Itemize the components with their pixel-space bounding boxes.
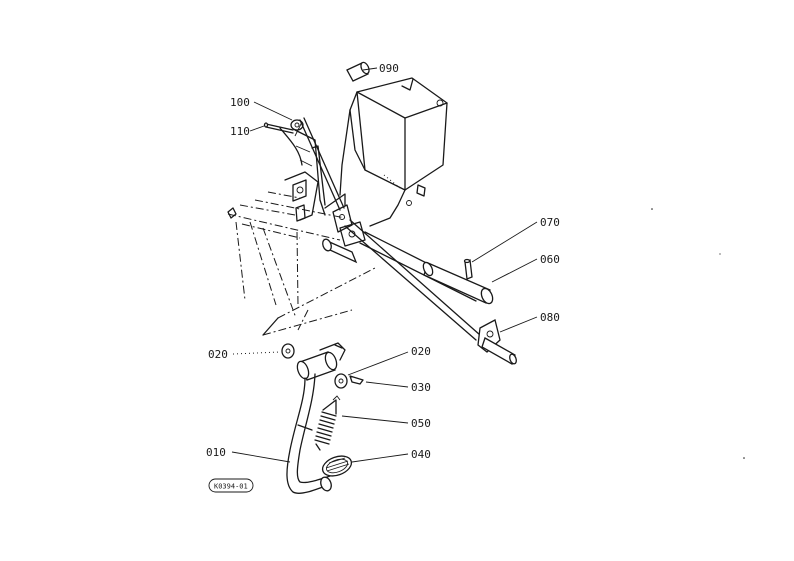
- washer-020-right: [334, 373, 348, 389]
- pedal-pad-040: [320, 455, 353, 492]
- arm-080: [344, 219, 517, 365]
- callout-090: 090: [379, 62, 399, 75]
- pivot-assembly: [322, 193, 366, 264]
- washer-020-left: [281, 343, 295, 359]
- pedal-housing: [339, 77, 448, 227]
- callout-020-left: 020: [208, 348, 228, 361]
- pedal-arm-010: [286, 342, 346, 494]
- callout-020-right: 020: [411, 345, 431, 358]
- diagram-code: K0394-01: [214, 483, 248, 491]
- bushing-090: [346, 61, 370, 82]
- callout-040: 040: [411, 448, 431, 461]
- spring-050: [314, 395, 341, 451]
- mount-bracket: [279, 127, 326, 222]
- pedal-shaft-060: [359, 231, 494, 305]
- callout-050: 050: [411, 417, 431, 430]
- leader-lines: [231, 67, 538, 463]
- callout-030: 030: [411, 381, 431, 394]
- callout-100: 100: [230, 96, 250, 109]
- pin-070: [463, 258, 473, 280]
- linkage-rod: [299, 117, 345, 211]
- pin-030: [349, 375, 364, 385]
- callout-070: 070: [540, 216, 560, 229]
- callout-010: 010: [206, 446, 226, 459]
- nut-100: [290, 119, 304, 131]
- callout-110: 110: [230, 125, 250, 138]
- diagram-code-stamp: K0394-01: [208, 478, 254, 493]
- rod-110: [263, 122, 294, 134]
- callout-080: 080: [540, 311, 560, 324]
- callout-060: 060: [540, 253, 560, 266]
- callout-labels: 090 100 110 070 060 080 020 020 030 050 …: [206, 62, 560, 461]
- stray-marks: [651, 208, 745, 459]
- frame-rails: [227, 191, 376, 336]
